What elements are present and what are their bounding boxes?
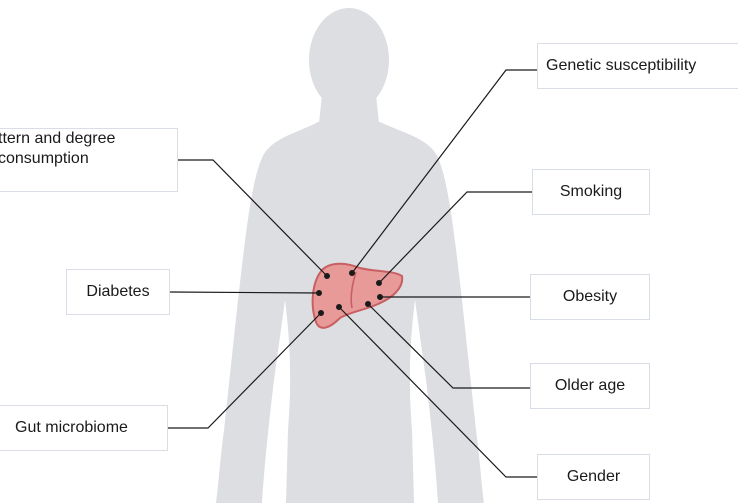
label-diabetes-text: Diabetes: [86, 283, 150, 300]
label-gender-text: Gender: [566, 468, 621, 485]
label-obesity-text: Obesity: [562, 288, 618, 305]
marker-dot: [324, 273, 330, 279]
label-alcohol-line2: consumption: [0, 150, 89, 167]
label-smoking-text: Smoking: [559, 183, 623, 200]
marker-dot: [376, 280, 382, 286]
marker-dot: [336, 304, 342, 310]
label-alcohol-line1: ttern and degree: [0, 130, 116, 147]
marker-dot: [316, 290, 322, 296]
label-older-age: Older age: [530, 363, 650, 409]
label-older-age-text: Older age: [554, 377, 626, 394]
label-gender: Gender: [537, 454, 650, 500]
marker-dot: [377, 294, 383, 300]
label-diabetes: Diabetes: [66, 269, 170, 315]
marker-dot: [349, 270, 355, 276]
label-alcohol-consumption: ttern and degree consumption: [0, 128, 178, 192]
label-obesity: Obesity: [530, 274, 650, 320]
marker-dot: [318, 310, 324, 316]
label-smoking: Smoking: [532, 169, 650, 215]
label-gut-microbiome-text: Gut microbiome: [15, 419, 128, 436]
label-gut-microbiome: Gut microbiome: [0, 405, 168, 451]
label-genetic-text: Genetic susceptibility: [546, 57, 697, 74]
marker-dot: [365, 301, 371, 307]
label-genetic-susceptibility: Genetic susceptibility: [537, 43, 738, 89]
